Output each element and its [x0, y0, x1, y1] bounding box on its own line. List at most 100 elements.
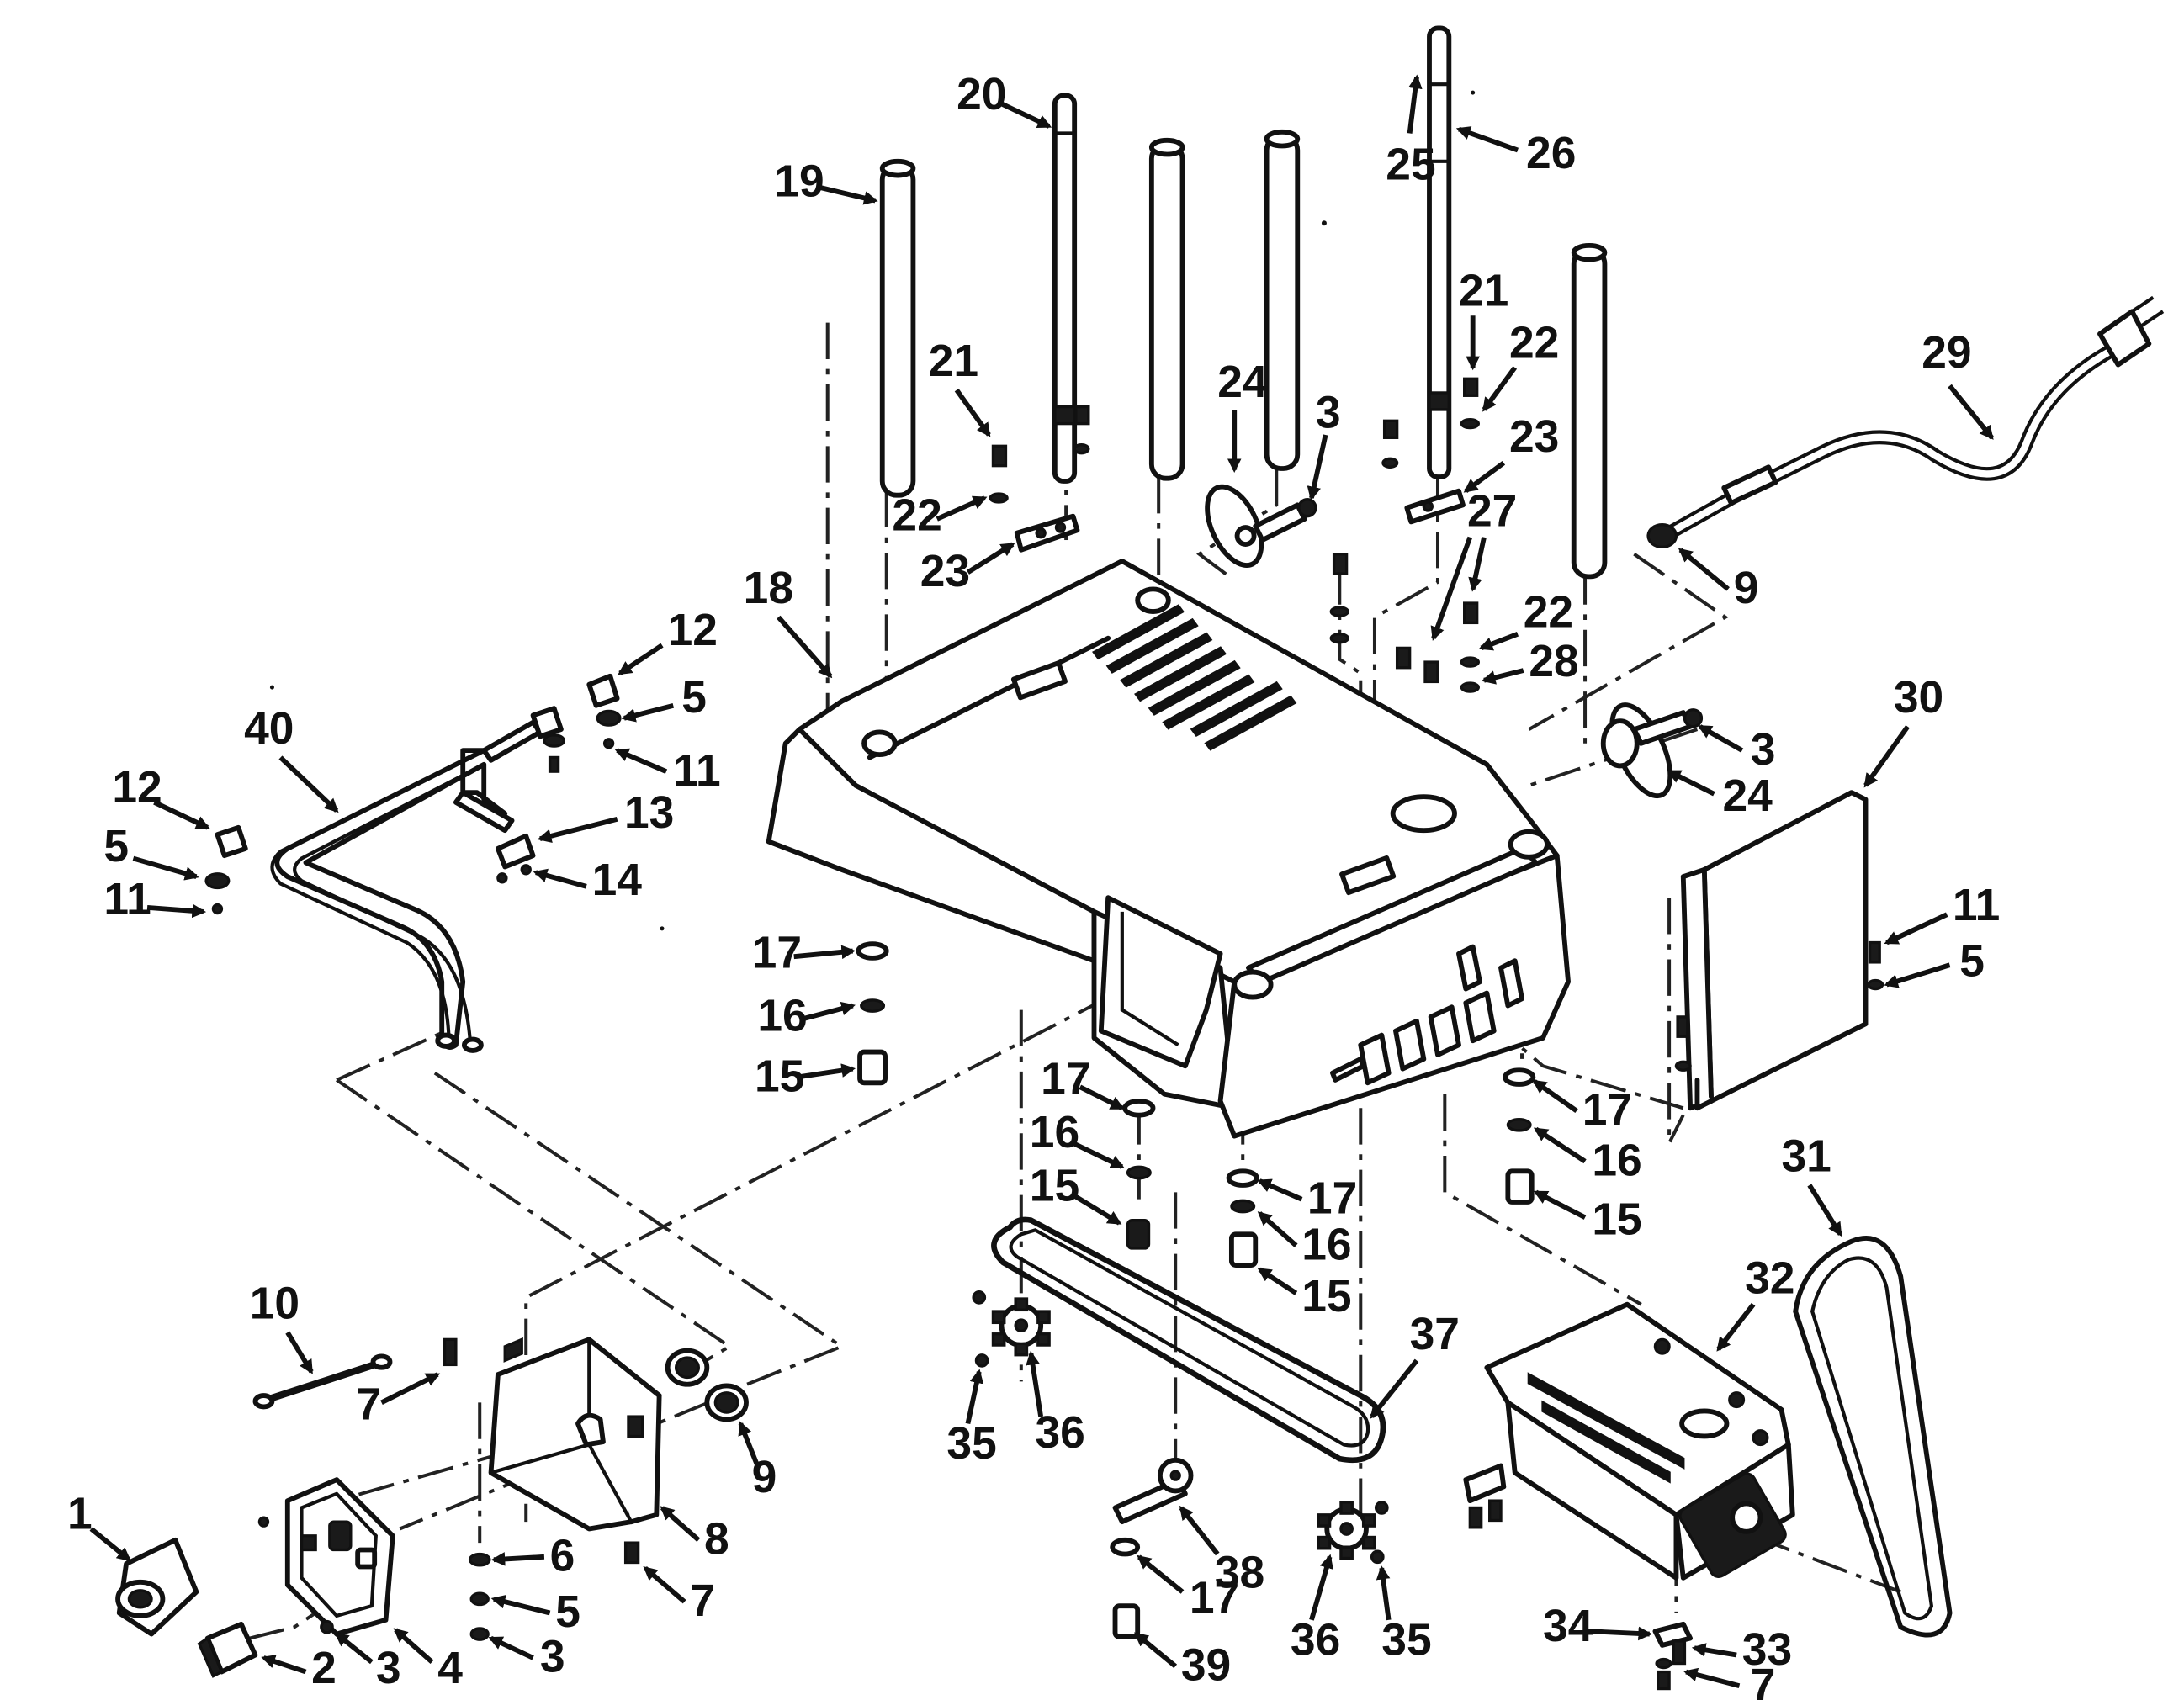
svg-text:5: 5 [681, 673, 707, 723]
callout-25: 25 [1386, 74, 1436, 190]
paddle-switch [115, 1537, 199, 1637]
svg-text:23: 23 [920, 547, 970, 596]
leg-tubes [879, 25, 1608, 580]
callout-35: 35 [946, 1369, 997, 1469]
svg-text:17: 17 [752, 929, 802, 978]
callout-11: 11 [1884, 881, 2000, 945]
callout-40: 40 [244, 704, 339, 813]
svg-text:17: 17 [1041, 1055, 1090, 1104]
callout-24: 24 [1667, 769, 1773, 821]
callout-7: 7 [643, 1565, 715, 1626]
svg-text:17: 17 [1307, 1173, 1357, 1223]
switch-box [443, 1337, 662, 1565]
callout-30: 30 [1863, 673, 1943, 788]
callout-5: 5 [103, 822, 199, 881]
svg-text:11: 11 [673, 746, 720, 796]
callout-17: 17 [1041, 1055, 1125, 1110]
svg-text:5: 5 [1959, 937, 1985, 987]
svg-text:3: 3 [1316, 389, 1341, 438]
callout-21: 21 [1459, 267, 1508, 371]
svg-text:8: 8 [704, 1514, 729, 1564]
callout-3: 3 [488, 1633, 565, 1682]
sprocket-lower [1317, 1501, 1389, 1565]
callout-17: 17 [1257, 1173, 1357, 1223]
callout-12: 12 [112, 763, 210, 830]
callout-36: 36 [1291, 1554, 1340, 1666]
svg-text:10: 10 [250, 1279, 300, 1328]
callout-34: 34 [1543, 1602, 1653, 1651]
callout-13: 13 [537, 788, 674, 843]
switch-plate [257, 1477, 395, 1637]
svg-text:15: 15 [1030, 1161, 1079, 1210]
callout-29: 29 [1922, 328, 1994, 440]
svg-text:15: 15 [1301, 1272, 1351, 1321]
callout-16: 16 [1030, 1108, 1125, 1169]
callout-11: 11 [103, 875, 207, 924]
svg-text:16: 16 [757, 992, 807, 1041]
callout-16: 16 [757, 992, 856, 1041]
svg-text:22: 22 [1524, 587, 1573, 637]
lead-screw-26 [1427, 25, 1452, 479]
crank-knob-right [1600, 702, 1704, 799]
callout-10: 10 [250, 1279, 314, 1374]
svg-text:32: 32 [1745, 1253, 1794, 1303]
speck [269, 685, 274, 690]
callout-31: 31 [1781, 1131, 1842, 1237]
svg-text:23: 23 [1509, 412, 1559, 462]
sprocket-upper [972, 1290, 1051, 1368]
svg-text:40: 40 [244, 704, 294, 754]
callout-22: 22 [892, 490, 988, 540]
callout-7: 7 [1683, 1660, 1776, 1700]
callout-36: 36 [1026, 1350, 1085, 1458]
callout-5: 5 [1884, 937, 1985, 988]
svg-text:3: 3 [540, 1633, 565, 1682]
svg-text:5: 5 [103, 822, 129, 871]
callout-7: 7 [356, 1372, 441, 1429]
callout-6: 6 [490, 1531, 575, 1581]
svg-text:2: 2 [311, 1644, 337, 1693]
power-plug [2097, 295, 2165, 368]
svg-text:35: 35 [946, 1419, 996, 1469]
svg-text:4: 4 [437, 1644, 463, 1693]
callout-33: 33 [1691, 1625, 1792, 1675]
svg-text:25: 25 [1386, 140, 1435, 190]
svg-text:38: 38 [1215, 1549, 1264, 1598]
callout-11: 11 [614, 746, 721, 796]
mounting-plate-30 [1674, 790, 1884, 1111]
callout-24: 24 [1217, 357, 1268, 473]
drive-chain [991, 1216, 1386, 1464]
crank-knob-left [1205, 484, 1317, 568]
svg-text:26: 26 [1526, 129, 1576, 178]
ground-wire [252, 1353, 393, 1410]
svg-text:7: 7 [690, 1576, 715, 1626]
callout-9: 9 [738, 1421, 777, 1502]
motor-32 [1463, 1301, 1795, 1581]
svg-text:20: 20 [957, 70, 1006, 119]
svg-text:14: 14 [592, 855, 643, 905]
callout-28: 28 [1481, 637, 1579, 686]
callout-4: 4 [393, 1628, 463, 1693]
svg-text:24: 24 [1217, 357, 1268, 407]
svg-text:17: 17 [1582, 1085, 1632, 1135]
svg-text:16: 16 [1301, 1220, 1351, 1269]
callout-39: 39 [1133, 1632, 1231, 1691]
carry-handle [270, 719, 543, 1053]
svg-text:39: 39 [1181, 1641, 1231, 1691]
callout-15: 15 [1030, 1161, 1122, 1226]
callout-23: 23 [920, 542, 1015, 596]
callout-1: 1 [67, 1489, 131, 1562]
callout-17: 17 [1137, 1554, 1239, 1623]
svg-text:27: 27 [1467, 486, 1517, 536]
hardware-small [856, 377, 1536, 1639]
top-vent-slots [1092, 604, 1297, 751]
svg-text:16: 16 [1592, 1136, 1641, 1185]
speck [1321, 220, 1327, 226]
svg-text:7: 7 [1751, 1660, 1776, 1700]
planer-base [766, 559, 1571, 1139]
callout-20: 20 [957, 70, 1052, 129]
svg-text:29: 29 [1922, 328, 1971, 378]
leg-right [1571, 242, 1608, 580]
svg-text:35: 35 [1381, 1616, 1431, 1666]
callouts: 1 2 3 3 3 3 4 5 5 5 5 6 7 7 7 8 9 9 10 1… [67, 70, 2000, 1700]
callout-27: 27 [1430, 486, 1517, 641]
